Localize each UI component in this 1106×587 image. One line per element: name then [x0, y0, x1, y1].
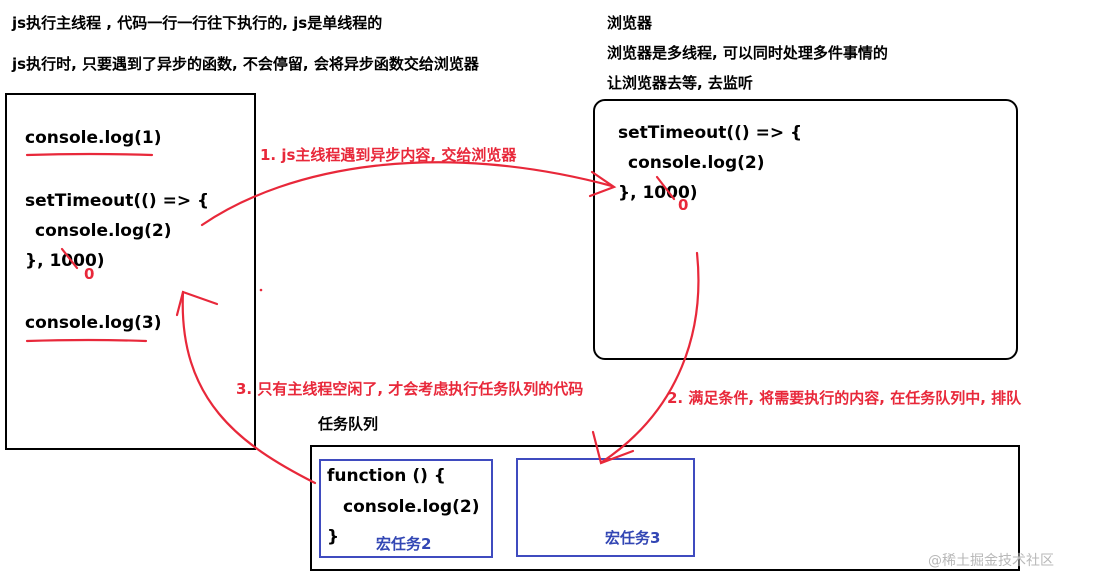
arrow-step-1-head — [588, 170, 617, 198]
strike-mark-main — [60, 247, 79, 270]
macro-task-2-box — [319, 459, 493, 558]
browser-code-line-2: console.log(2) — [628, 153, 765, 173]
browser-box — [593, 99, 1018, 360]
main-code-line-2: setTimeout(() => { — [25, 191, 210, 211]
note-browser-title: 浏览器 — [607, 14, 653, 32]
arrow-step-2 — [600, 251, 700, 464]
note-browser-wait: 让浏览器去等, 去监听 — [607, 74, 753, 92]
main-code-line-5: console.log(3) — [25, 313, 162, 333]
main-code-line-3: console.log(2) — [35, 221, 172, 241]
arrow-step-2-head — [591, 430, 635, 465]
main-code-correction: 0 — [84, 265, 95, 283]
main-thread-box — [5, 93, 256, 450]
arrow-step-3 — [181, 290, 317, 485]
task-code-line-3: } — [327, 527, 340, 547]
task-code-line-2: console.log(2) — [343, 497, 480, 517]
browser-code-line-3: }, 1000) — [618, 183, 698, 203]
macro-task-3-label: 宏任务3 — [605, 529, 661, 547]
underline-console-log-3 — [25, 338, 148, 343]
note-main-thread: js执行主线程 , 代码一行一行往下执行的, js是单线程的 — [12, 14, 383, 32]
strike-mark-browser — [655, 175, 676, 201]
stray-dot — [259, 288, 263, 292]
step-2-label: 2. 满足条件, 将需要执行的内容, 在任务队列中, 排队 — [667, 389, 1022, 407]
task-queue-box — [310, 445, 1020, 571]
main-code-line-4: }, 1000) — [25, 251, 105, 271]
browser-code-correction: 0 — [678, 196, 689, 214]
task-queue-title: 任务队列 — [318, 415, 379, 433]
watermark: @稀土掘金技术社区 — [928, 553, 1054, 569]
macro-task-2-label: 宏任务2 — [376, 535, 432, 553]
underline-console-log-1 — [25, 152, 154, 157]
arrow-step-3-head — [175, 290, 219, 317]
task-code-line-1: function () { — [327, 466, 446, 486]
step-1-label: 1. js主线程遇到异步内容, 交给浏览器 — [260, 146, 517, 164]
main-code-line-1: console.log(1) — [25, 128, 162, 148]
browser-code-line-1: setTimeout(() => { — [618, 123, 803, 143]
note-browser-multithread: 浏览器是多线程, 可以同时处理多件事情的 — [607, 44, 888, 62]
step-3-label: 3. 只有主线程空闲了, 才会考虑执行任务队列的代码 — [236, 380, 584, 398]
note-async-handoff: js执行时, 只要遇到了异步的函数, 不会停留, 会将异步函数交给浏览器 — [12, 55, 479, 73]
arrow-step-1 — [200, 161, 614, 227]
